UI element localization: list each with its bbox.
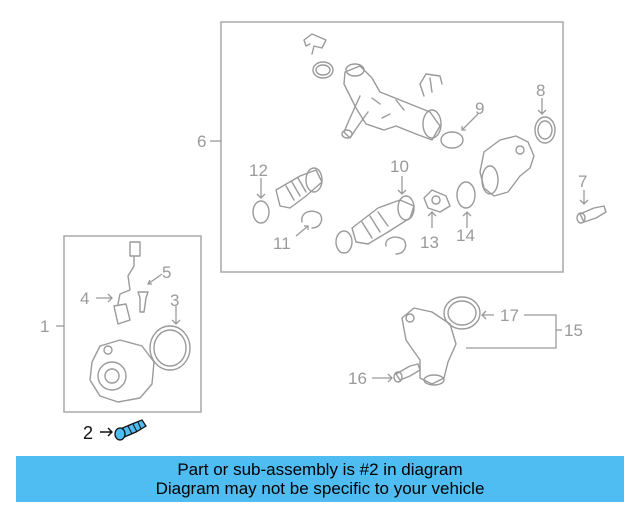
- housing-outlet: [343, 95, 369, 139]
- pipe-12-end: [305, 167, 323, 193]
- o-ring-17: [443, 296, 481, 330]
- leader-12: [256, 178, 266, 199]
- leader-10: [397, 176, 407, 195]
- retaining-clip-right: [419, 73, 443, 97]
- callout-2: 2: [83, 423, 93, 443]
- callout-1: 1: [40, 317, 49, 336]
- leader-13: [427, 211, 437, 228]
- callout-10: 10: [390, 157, 409, 176]
- o-ring-9: [440, 131, 464, 149]
- housing-details: [371, 97, 405, 119]
- retaining-clip-top: [303, 33, 327, 55]
- water-pump-bolt-hole: [103, 345, 113, 355]
- o-ring-8: [534, 116, 556, 144]
- gasket-3: [149, 325, 191, 371]
- leader-9: [461, 113, 479, 131]
- leader-3: [171, 306, 181, 325]
- harness-connector: [117, 241, 141, 305]
- temp-sensor: [423, 189, 451, 213]
- banner-line-part: Part or sub-assembly is #2 in diagram: [177, 460, 463, 479]
- o-ring-8-inner: [537, 120, 553, 140]
- callout-3: 3: [170, 291, 179, 310]
- pipe-12-ribs: [285, 177, 307, 201]
- leader-5: [146, 273, 163, 285]
- coolant-pipe-12: [275, 169, 323, 209]
- coolant-flange: [479, 135, 535, 197]
- callout-11: 11: [273, 234, 291, 253]
- water-pump-hub: [104, 368, 120, 384]
- banner-line-disclaimer: Diagram may not be specific to your vehi…: [155, 479, 485, 498]
- callout-7: 7: [578, 172, 587, 191]
- bolt-16: [395, 363, 421, 381]
- info-banner: Part or sub-assembly is #2 in diagram Di…: [16, 456, 624, 502]
- flange-port: [481, 165, 499, 195]
- leader-15-bracket: [466, 314, 557, 349]
- pipe-10-ribs: [361, 211, 389, 239]
- leader-14: [462, 211, 472, 228]
- clip-11: [301, 210, 323, 229]
- bolt-16-head: [393, 371, 403, 383]
- temp-sensor-tip: [431, 195, 441, 205]
- callout-17: 17: [500, 306, 519, 325]
- water-pump-impeller: [97, 361, 127, 391]
- leader-8: [537, 98, 547, 115]
- callout-16: 16: [348, 369, 367, 388]
- leader-2: [100, 427, 113, 437]
- callout-12: 12: [249, 161, 268, 180]
- callout-4: 4: [80, 289, 89, 308]
- callout-6: 6: [197, 132, 206, 151]
- housing-port-right: [422, 109, 442, 139]
- housing-outlet-end: [341, 129, 353, 139]
- pipe-10-end: [397, 195, 415, 221]
- flange-bolt-hole: [515, 145, 525, 155]
- callout-15: 15: [564, 321, 583, 340]
- clip-10: [385, 236, 407, 255]
- callout-5: 5: [162, 263, 171, 282]
- water-pump-1: [89, 339, 155, 403]
- gasket-3-inner: [153, 329, 187, 367]
- o-ring-upper: [312, 61, 334, 79]
- flange-15: [401, 307, 457, 385]
- housing-port-top: [345, 63, 365, 77]
- thermostat-housing: [343, 65, 441, 141]
- o-ring-17-inner: [447, 300, 477, 326]
- leader-4: [96, 293, 113, 303]
- bolt-7-head: [576, 212, 586, 224]
- o-ring-14: [456, 181, 476, 209]
- callout-8: 8: [536, 81, 545, 100]
- flange-15-hole: [405, 313, 415, 323]
- callout-13: 13: [420, 233, 439, 252]
- sensor-4: [113, 303, 131, 325]
- o-ring-10: [335, 230, 353, 254]
- callout-14: 14: [456, 226, 475, 245]
- flange-15-outlet: [423, 374, 445, 386]
- bolt-2-highlighted: [114, 419, 147, 441]
- screw-5: [137, 291, 149, 313]
- o-ring-upper-inner: [315, 64, 331, 76]
- leader-17: [481, 310, 494, 320]
- callout-9: 9: [475, 99, 484, 118]
- leader-16: [372, 373, 393, 383]
- leader-11: [295, 225, 309, 237]
- water-pump-assembly-box: [63, 235, 202, 413]
- thermostat-assembly-box: [220, 21, 564, 273]
- leader-7: [579, 190, 589, 205]
- o-ring-12: [252, 200, 270, 224]
